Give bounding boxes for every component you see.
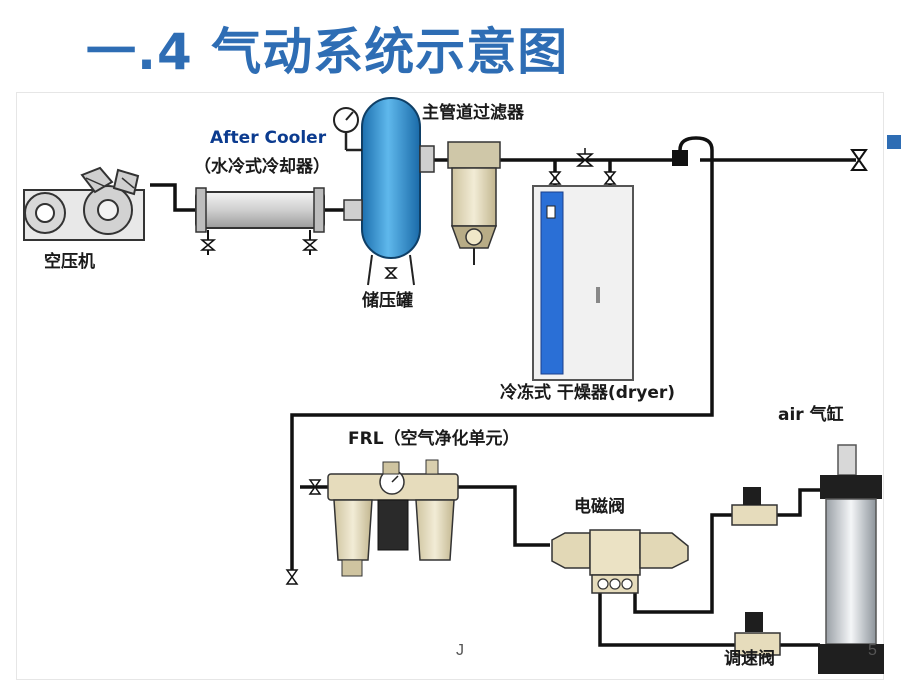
refrigerated-dryer-icon: [532, 171, 634, 381]
pipe-joint-icon: [672, 150, 688, 166]
label-speed-valve: 调速阀: [724, 649, 775, 669]
main-line-filter-icon: [447, 141, 501, 265]
label-after-cooler: After Cooler: [210, 128, 327, 148]
footer-mark: J: [456, 642, 464, 659]
solenoid-valve-icon: [551, 529, 689, 594]
air-cylinder-icon: [818, 444, 884, 674]
diagram-frame: [16, 92, 884, 680]
label-frl: FRL（空气净化单元）: [348, 429, 520, 449]
label-after-cooler-cn: （水冷式冷却器）: [194, 157, 330, 177]
ball-valve-icon: [575, 148, 595, 167]
bullet-square-icon: [887, 135, 901, 149]
end-valve-icon: [850, 149, 868, 171]
after-cooler-icon: [195, 187, 325, 255]
air-compressor-icon: [23, 166, 145, 241]
speed-valve-lower-icon: [734, 612, 781, 656]
page-number: 5: [868, 642, 877, 659]
frl-unit-icon: [285, 459, 459, 585]
label-main-filter: 主管道过滤器: [422, 103, 524, 123]
label-tank: 储压罐: [362, 291, 413, 311]
label-air-cylinder: air 气缸: [778, 405, 844, 425]
speed-valve-upper-icon: [731, 487, 778, 526]
page-title: 一.4 气动系统示意图: [86, 23, 569, 81]
air-tank-icon: [333, 97, 435, 286]
label-solenoid-valve: 电磁阀: [574, 497, 625, 517]
label-dryer: 冷冻式 干燥器(dryer): [500, 383, 676, 403]
label-compressor: 空压机: [44, 252, 95, 272]
